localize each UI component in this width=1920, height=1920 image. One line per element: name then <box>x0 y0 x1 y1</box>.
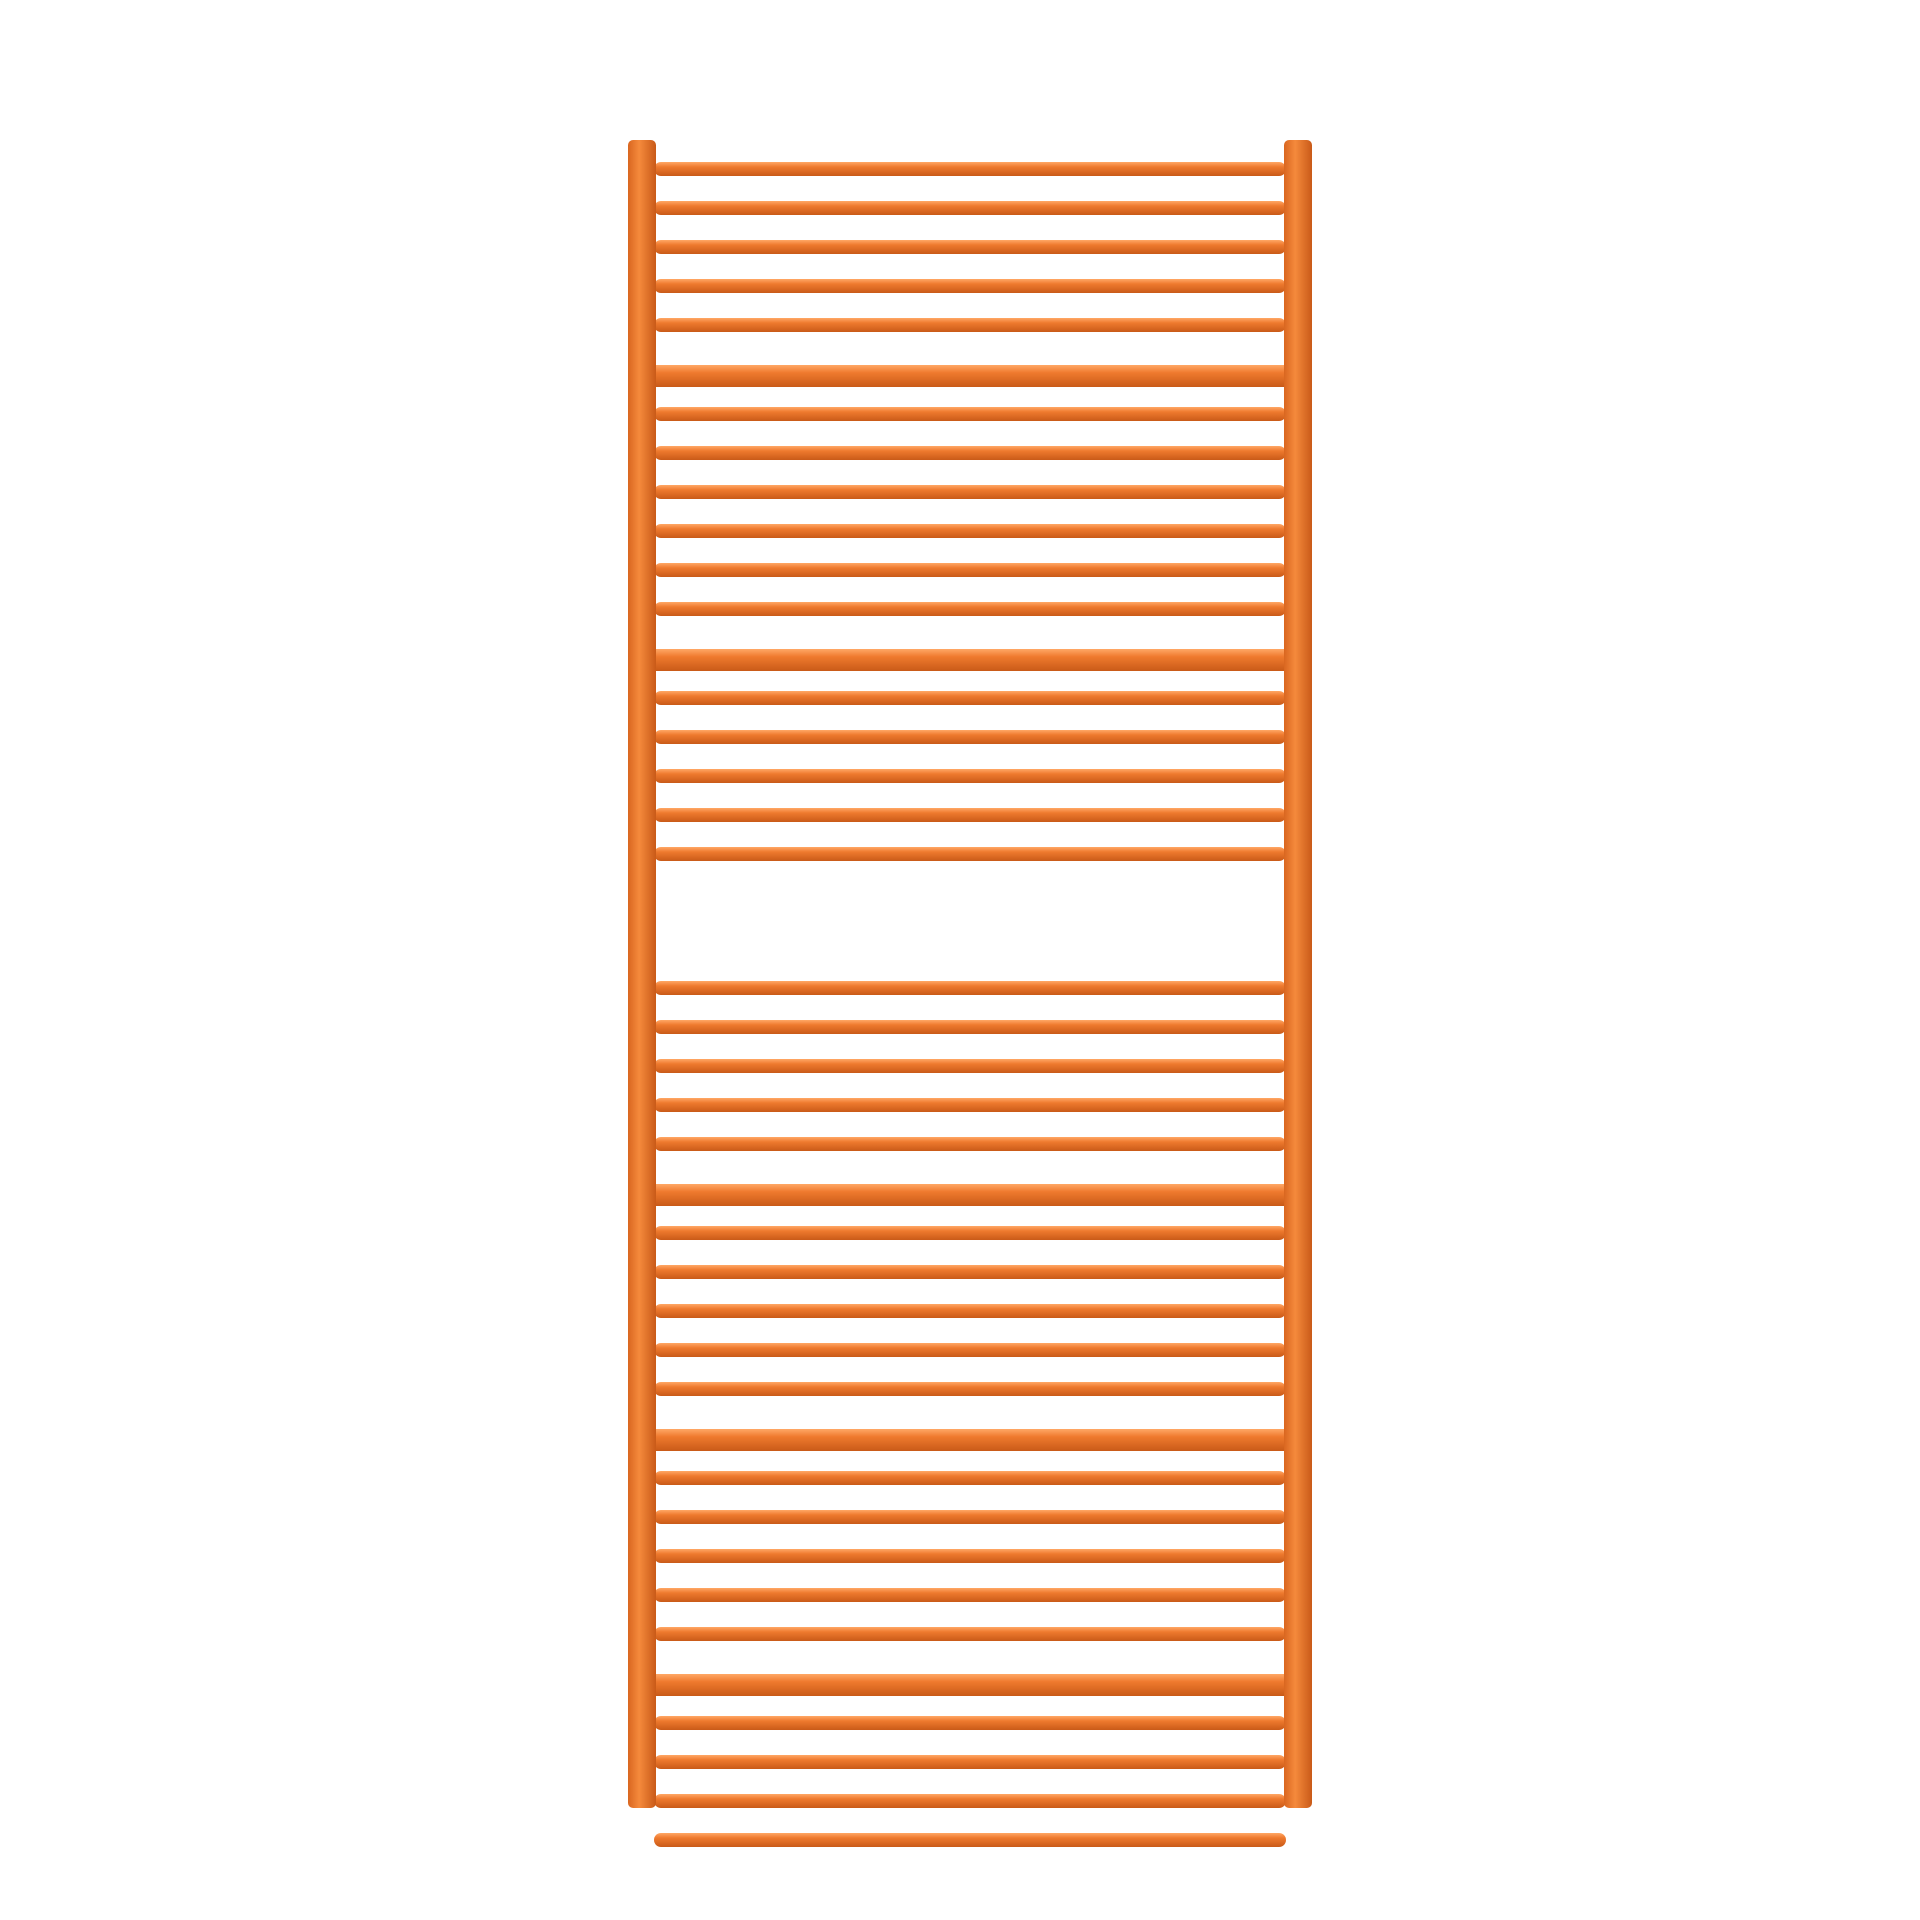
towel-rail <box>654 1833 1286 1847</box>
towel-rail <box>654 1343 1286 1357</box>
hook-rail <box>630 649 1304 671</box>
towel-rail <box>654 279 1286 293</box>
towel-rail <box>654 769 1286 783</box>
towel-rail <box>654 730 1286 744</box>
towel-rail <box>654 1382 1286 1396</box>
towel-rail <box>654 1020 1286 1034</box>
hook-rail <box>630 1674 1304 1696</box>
hooks-layer <box>630 365 1304 1696</box>
towel-rail <box>654 485 1286 499</box>
towel-rail <box>654 524 1286 538</box>
towel-rail <box>654 1098 1286 1112</box>
towel-rail <box>654 1716 1286 1730</box>
towel-rail <box>654 1549 1286 1563</box>
towel-rail <box>654 1226 1286 1240</box>
hook-rail <box>630 1429 1304 1451</box>
towel-rail <box>654 1471 1286 1485</box>
towel-rail <box>654 162 1286 176</box>
towel-rail <box>654 1510 1286 1524</box>
rails-layer <box>654 162 1286 1847</box>
towel-rail <box>654 407 1286 421</box>
towel-rail <box>654 1137 1286 1151</box>
towel-rail <box>654 808 1286 822</box>
towel-rail <box>654 981 1286 995</box>
towel-rail <box>654 1755 1286 1769</box>
towel-rail <box>654 602 1286 616</box>
towel-rail <box>654 1265 1286 1279</box>
towel-rail <box>654 1627 1286 1641</box>
towel-rail <box>654 1059 1286 1073</box>
right-vertical-post <box>1284 140 1312 1808</box>
towel-rail <box>654 1588 1286 1602</box>
towel-rail <box>654 446 1286 460</box>
hook-rail <box>630 1184 1304 1206</box>
left-vertical-post <box>628 140 656 1808</box>
towel-rail <box>654 201 1286 215</box>
towel-rail <box>654 847 1286 861</box>
towel-rail <box>654 563 1286 577</box>
hook-rail <box>630 365 1304 387</box>
towel-rail <box>654 318 1286 332</box>
towel-rail <box>654 240 1286 254</box>
towel-rail <box>654 1304 1286 1318</box>
towel-rail <box>654 691 1286 705</box>
towel-rail <box>654 1794 1286 1808</box>
